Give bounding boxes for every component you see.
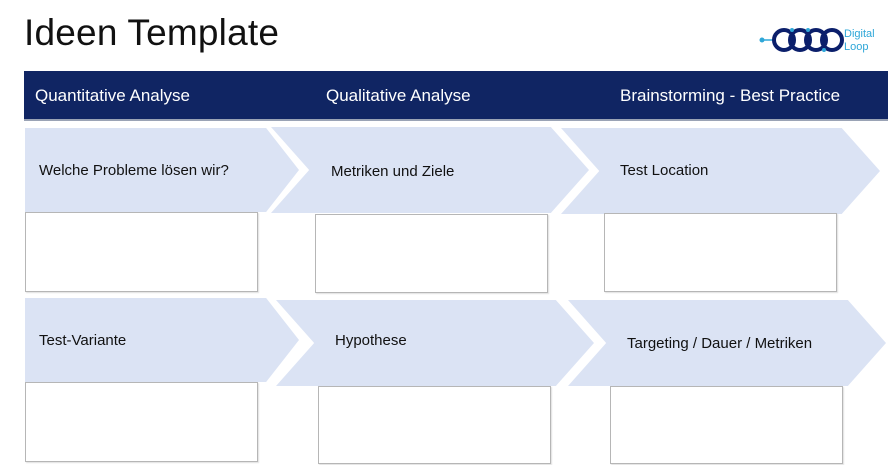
input-box-problems[interactable] bbox=[25, 212, 258, 292]
logo-text-line2: Loop bbox=[844, 41, 868, 53]
card-label-metrics-goals: Metriken und Ziele bbox=[331, 163, 455, 180]
input-box-targeting[interactable] bbox=[610, 386, 843, 464]
digital-loop-logo: Digital Loop bbox=[758, 18, 886, 58]
input-box-test-location[interactable] bbox=[604, 213, 837, 292]
header-column-brainstorming: Brainstorming - Best Practice bbox=[620, 86, 841, 105]
header-column-qualitative: Qualitative Analyse bbox=[326, 86, 471, 105]
column-header-bar: Quantitative Analyse Qualitative Analyse… bbox=[24, 71, 888, 121]
header-column-quantitative: Quantitative Analyse bbox=[35, 86, 190, 105]
card-label-problems: Welche Probleme lösen wir? bbox=[39, 162, 229, 179]
chevron-card-1 bbox=[25, 128, 299, 212]
chevron-card-4 bbox=[25, 298, 299, 382]
card-label-test-variant: Test-Variante bbox=[39, 332, 127, 349]
card-label-hypothesis: Hypothese bbox=[335, 332, 407, 349]
chevron-card-3 bbox=[561, 128, 880, 214]
input-box-test-variant[interactable] bbox=[25, 382, 258, 462]
card-label-test-location: Test Location bbox=[620, 162, 709, 179]
chevron-card-5 bbox=[276, 300, 594, 386]
chevron-card-2 bbox=[271, 127, 589, 213]
page-title: Ideen Template bbox=[24, 12, 280, 53]
chevron-card-6 bbox=[568, 300, 886, 386]
interlocking-rings-logo-icon: Digital Loop bbox=[759, 28, 875, 53]
input-box-metrics-goals[interactable] bbox=[315, 214, 548, 293]
input-box-hypothesis[interactable] bbox=[318, 386, 551, 464]
card-label-targeting: Targeting / Dauer / Metriken bbox=[627, 335, 813, 352]
logo-text-line1: Digital bbox=[844, 28, 875, 40]
